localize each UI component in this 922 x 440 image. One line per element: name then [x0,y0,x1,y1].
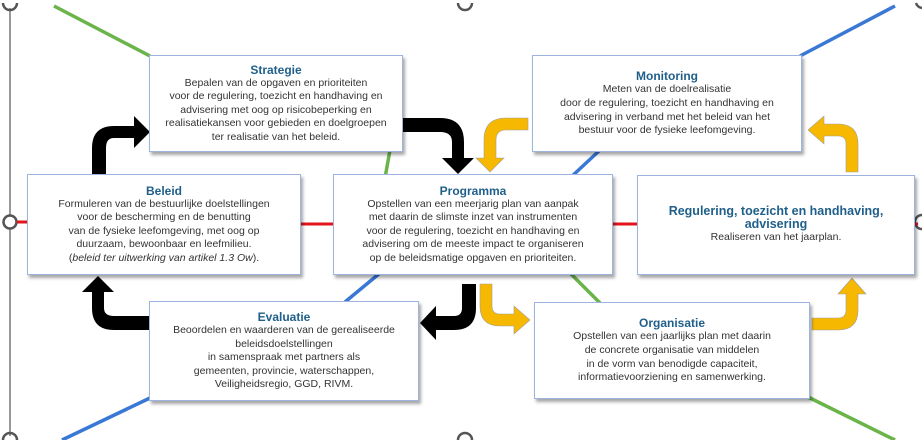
arrow-monitoring-to-programma [475,117,529,173]
resize-handle-top-right[interactable] [914,2,922,10]
beleid-note: (beleid ter uitwerking van artikel 1.3 O… [69,252,259,266]
resize-handle-bottom-left[interactable] [1,431,19,440]
beleid-note-close: ). [252,251,260,264]
arrow-programma-to-organisatie [479,283,531,335]
connector-blue-bottom-left [61,396,151,440]
beleid-note-italic: beleid ter uitwerking van artikel 1.3 Ow [72,251,253,264]
organisatie-title: Organisatie [638,316,706,331]
evaluatie-title: Evaluatie [257,310,311,325]
beleid-body: Formuleren van de bestuurlijke doelstell… [58,197,270,251]
connector-green-programma-organisatie [568,271,602,305]
box-programma: Programma Opstellen van een meerjarig pl… [333,174,613,275]
strategie-title: Strategie [250,62,302,77]
arrow-programma-to-evaluatie [420,284,476,340]
arrow-beleid-to-strategie [92,116,150,174]
box-evaluatie: Evaluatie Beoordelen en waarderen van de… [149,301,419,401]
connector-green-top-left [53,4,151,58]
regulering-title: Regulering, toezicht en handhaving, advi… [668,204,884,232]
arrow-strategie-to-programma [403,118,474,174]
box-monitoring: Monitoring Meten van de doelrealisatie d… [532,55,802,152]
regulering-body: Realiseren van het jaarplan. [710,231,842,244]
box-beleid: Beleid Formuleren van de bestuurlijke do… [27,174,301,275]
programma-body: Opstellen van een meerjarig plan van aan… [362,197,584,264]
organisatie-body: Opstellen van een jaarlijks plan met daa… [573,330,771,384]
resize-handle-middle-left[interactable] [2,214,18,230]
evaluatie-body: Beoordelen en waarderen van de gerealise… [173,324,395,391]
connector-blue-programma-evaluatie [343,271,382,304]
monitoring-title: Monitoring [636,69,698,84]
box-regulering: Regulering, toezicht en handhaving, advi… [637,175,915,275]
arrow-evaluatie-to-beleid [82,276,149,330]
box-organisatie: Organisatie Opstellen van een jaarlijks … [534,302,810,399]
beleid-title: Beleid [145,183,182,198]
beleid-note-open: ( [68,251,73,264]
resize-handle-middle-right[interactable] [913,213,922,231]
connector-blue-monitoring-programma [568,148,602,180]
monitoring-body: Meten van de doelrealisatie door de regu… [560,83,774,137]
resize-handle-top-middle[interactable] [456,2,474,12]
connector-green-bottom-right [807,395,896,440]
programma-title: Programma [439,183,507,198]
resize-handle-top-left[interactable] [1,2,19,12]
arrow-regulering-to-monitoring [807,115,859,173]
connector-blue-top-right [799,4,896,58]
box-strategie: Strategie Bepalen van de opgaven en prio… [149,55,403,152]
resize-handle-bottom-middle[interactable] [456,431,474,440]
arrow-organisatie-to-regulering [811,277,867,331]
connector-green-strategie-programma [383,149,392,179]
strategie-body: Bepalen van de opgaven en prioriteiten v… [165,76,387,143]
